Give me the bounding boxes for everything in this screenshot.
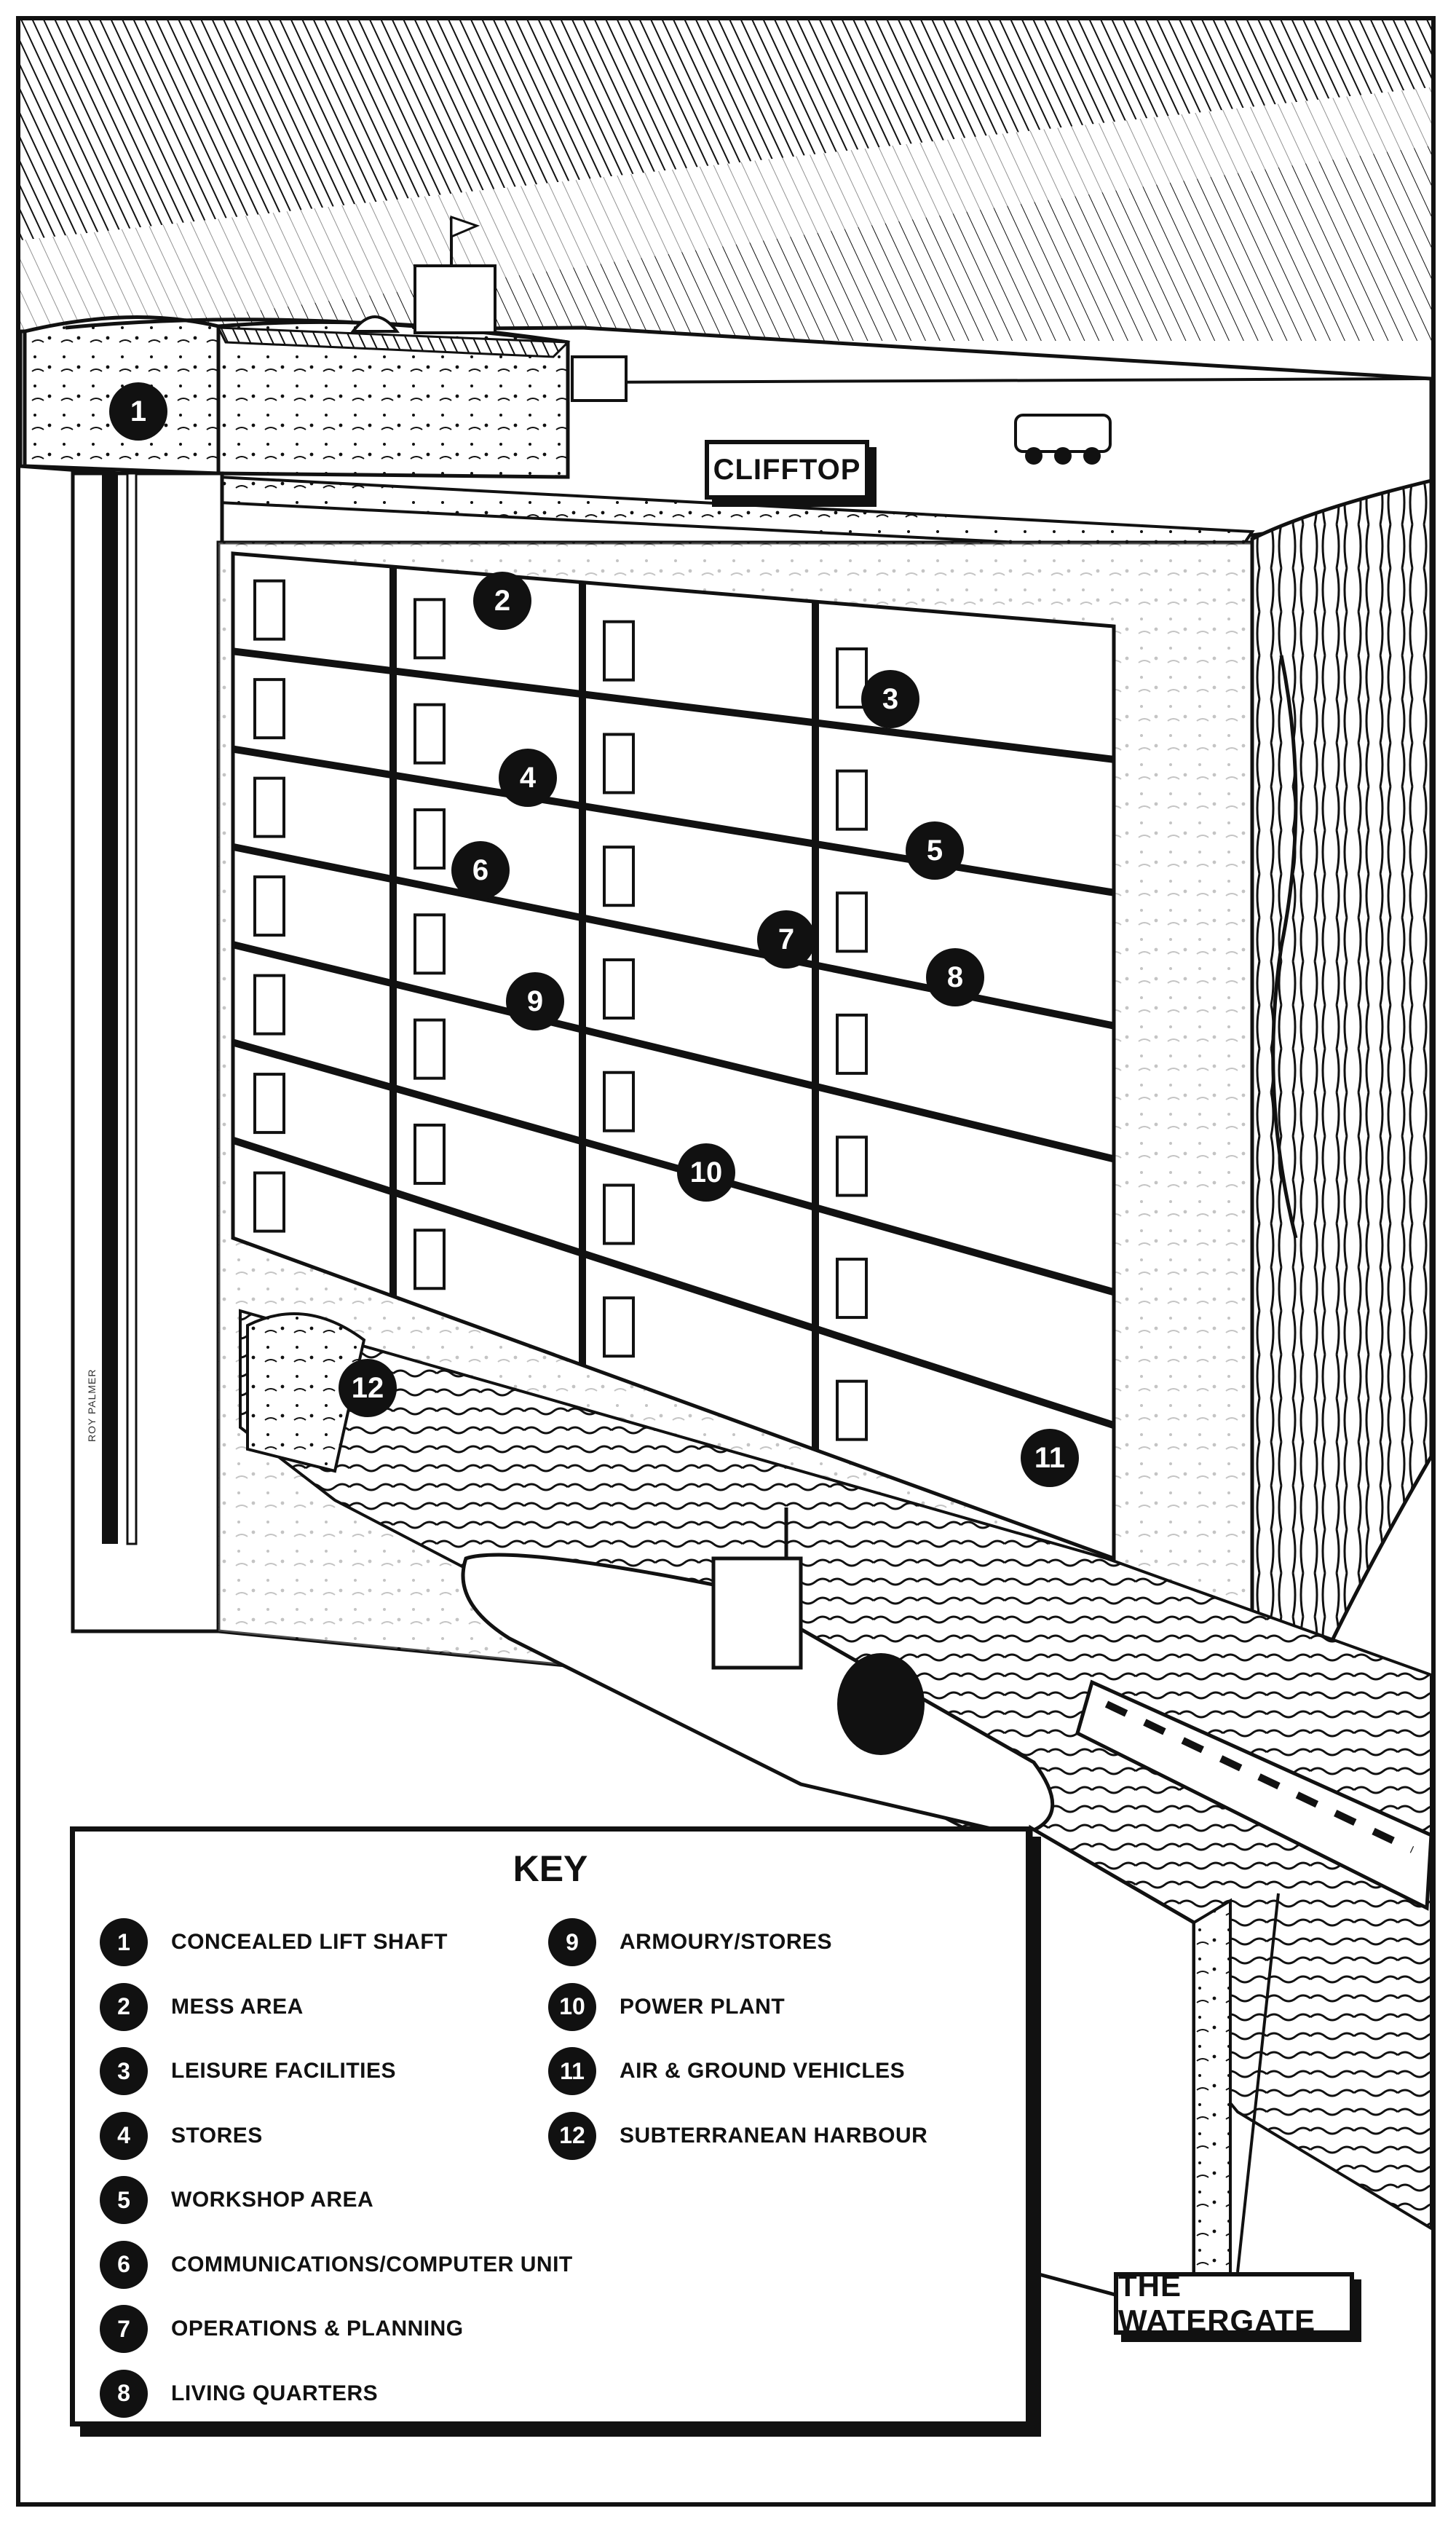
room-door: [603, 620, 635, 682]
key-label: STORES: [171, 2123, 263, 2148]
key-label: COMMUNICATIONS/COMPUTER UNIT: [171, 2252, 573, 2276]
key-item: 10 POWER PLANT: [548, 1975, 927, 2040]
key-number: 5: [100, 2176, 148, 2225]
key-label: OPERATIONS & PLANNING: [171, 2317, 464, 2341]
watergate-structure: [1075, 1679, 1433, 2273]
key-number: 2: [100, 1982, 148, 2031]
key-label: WORKSHOP AREA: [171, 2188, 374, 2212]
key-item: 8 LIVING QUARTERS: [100, 2362, 573, 2427]
key-label: LEISURE FACILITIES: [171, 2059, 397, 2084]
room-door: [253, 579, 285, 641]
key-title: KEY: [513, 1848, 588, 1889]
key-item: 9 ARMOURY/STORES: [548, 1910, 927, 1975]
room-door: [603, 1071, 635, 1132]
floor-slab: [232, 941, 1115, 1163]
room-door: [414, 1018, 446, 1080]
key-item: 1 CONCEALED LIFT SHAFT: [100, 1910, 573, 1975]
callout-10: 10: [677, 1143, 735, 1202]
floor-slab: [232, 1136, 1115, 1429]
key-item: 12 SUBTERRANEAN HARBOUR: [548, 2104, 927, 2169]
key-column-right: 9 ARMOURY/STORES 10 POWER PLANT 11 AIR & GR…: [548, 1910, 927, 2168]
floor-slab: [232, 647, 1115, 763]
room-door: [253, 1073, 285, 1135]
callout-12: 12: [339, 1359, 397, 1417]
room-door: [603, 845, 635, 907]
key-number: 10: [548, 1982, 596, 2031]
room-door: [836, 1379, 868, 1441]
floor-slab: [232, 1038, 1115, 1296]
key-number: 12: [548, 2111, 596, 2160]
callout-6: 6: [451, 841, 510, 899]
callout-8: 8: [926, 948, 984, 1006]
key-number: 7: [100, 2305, 148, 2354]
room-door: [414, 1123, 446, 1185]
key-label: LIVING QUARTERS: [171, 2381, 379, 2405]
surface-buildings: [349, 215, 628, 402]
key-number: 8: [100, 2369, 148, 2418]
key-label: ARMOURY/STORES: [620, 1930, 833, 1955]
key-label: AIR & GROUND VEHICLES: [620, 2059, 906, 2084]
room-door: [603, 958, 635, 1020]
key-item: 7 OPERATIONS & PLANNING: [100, 2297, 573, 2362]
key-item: 6 COMMUNICATIONS/COMPUTER UNIT: [100, 2233, 573, 2298]
room-door: [414, 1229, 446, 1290]
callout-11: 11: [1021, 1429, 1079, 1487]
room-door: [836, 1013, 868, 1075]
room-door: [836, 1258, 868, 1320]
artist-signature: ROY PALMER: [86, 1368, 98, 1442]
key-number: 11: [548, 2047, 596, 2096]
callout-3: 3: [861, 670, 919, 728]
sky: [20, 20, 1431, 342]
room-door: [414, 913, 446, 975]
room-door: [603, 1296, 635, 1358]
harbour: [239, 1309, 1433, 2231]
key-column-left: 1 CONCEALED LIFT SHAFT 2 MESS AREA 3 LEISUR…: [100, 1910, 573, 2426]
key-item: 2 MESS AREA: [100, 1975, 573, 2040]
key-item: 11 AIR & GROUND VEHICLES: [548, 2039, 927, 2104]
submarine: [461, 1507, 1055, 1837]
ground-vehicle: [1014, 414, 1112, 465]
key-number: 9: [548, 1918, 596, 1967]
key-number: 3: [100, 2047, 148, 2096]
callout-1: 1: [109, 382, 167, 441]
room-grid: [232, 567, 1115, 1450]
lift-shaft-column: [71, 471, 224, 1633]
callout-9: 9: [506, 972, 564, 1030]
room-door: [414, 598, 446, 660]
room-door: [253, 678, 285, 740]
room-door: [836, 1135, 868, 1197]
key-item: 3 LEISURE FACILITIES: [100, 2039, 573, 2104]
room-door: [253, 776, 285, 838]
key-panel: KEY 1 CONCEALED LIFT SHAFT 2 MESS AREA 3 LE…: [70, 1826, 1031, 2427]
clifftop-label: CLIFFTOP: [705, 440, 869, 500]
room-door: [836, 891, 868, 953]
floor-slab: [232, 745, 1115, 896]
callout-4: 4: [499, 749, 557, 807]
room-door: [414, 808, 446, 870]
room-door: [253, 974, 285, 1036]
key-label: MESS AREA: [171, 1994, 304, 2019]
key-item: 5 WORKSHOP AREA: [100, 2168, 573, 2233]
callout-2: 2: [473, 572, 531, 630]
key-item: 4 STORES: [100, 2104, 573, 2169]
key-label: SUBTERRANEAN HARBOUR: [620, 2123, 928, 2148]
callout-7: 7: [757, 910, 815, 969]
key-number: 4: [100, 2111, 148, 2160]
key-number: 6: [100, 2240, 148, 2289]
room-door: [414, 703, 446, 765]
picture-frame: [16, 16, 1436, 2507]
watergate-label: THE WATERGATE: [1114, 2268, 1354, 2338]
key-number: 1: [100, 1918, 148, 1967]
callout-5: 5: [906, 821, 964, 880]
room-door: [603, 733, 635, 795]
room-door: [836, 769, 868, 831]
room-door: [603, 1183, 635, 1245]
room-door: [253, 1171, 285, 1233]
key-label: POWER PLANT: [620, 1994, 786, 2019]
key-label: CONCEALED LIFT SHAFT: [171, 1930, 448, 1955]
room-door: [253, 875, 285, 937]
